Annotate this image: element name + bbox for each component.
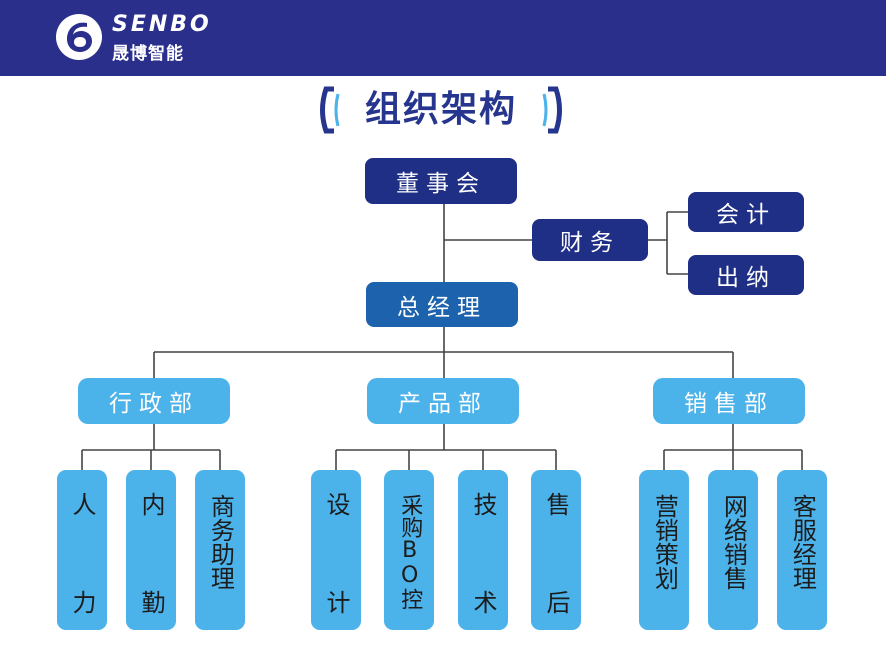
- leaf-business-assistant-text: 商务助理: [206, 494, 235, 590]
- leaf-procurement: 采购BO控: [384, 470, 434, 630]
- brand-chinese: 晟博智能: [112, 44, 184, 64]
- leaf-online-sales-text: 网络销售: [719, 494, 748, 590]
- leaf-design-bottom: 计: [322, 590, 350, 614]
- leaf-hr: 人 力: [57, 470, 107, 630]
- node-general-manager: 总经理: [366, 282, 518, 327]
- node-product-dept: 产品部: [367, 378, 519, 424]
- leaf-technology-bottom: 术: [469, 590, 497, 614]
- senbo-logo-icon: [56, 14, 102, 60]
- leaf-online-sales: 网络销售: [708, 470, 758, 630]
- leaf-marketing-planning-text: 营销策划: [650, 494, 679, 590]
- node-admin-dept: 行政部: [78, 378, 230, 424]
- leaf-design: 设 计: [311, 470, 361, 630]
- page-title: 组织架构: [364, 89, 517, 130]
- node-cashier-label: 出纳: [716, 265, 776, 291]
- node-gm-label: 总经理: [397, 294, 487, 321]
- leaf-procurement-text: 采购BO控: [397, 494, 423, 610]
- leaf-logistics-bottom: 勤: [137, 590, 165, 614]
- node-sales-dept-label: 销售部: [684, 391, 774, 417]
- node-board-label: 董事会: [396, 171, 486, 197]
- brand-english: SENBO: [112, 12, 212, 37]
- leaf-technology-top: 技: [469, 492, 497, 516]
- leaf-business-assistant: 商务助理: [195, 470, 245, 630]
- node-cashier: 出纳: [688, 255, 804, 295]
- leaf-logistics: 内 勤: [126, 470, 176, 630]
- leaf-hr-top: 人: [68, 492, 96, 516]
- node-accounting: 会计: [688, 192, 804, 232]
- leaf-after-sales-bottom: 后: [542, 590, 570, 614]
- leaf-technology: 技 术: [458, 470, 508, 630]
- node-admin-dept-label: 行政部: [109, 391, 199, 417]
- leaf-design-top: 设: [322, 492, 350, 516]
- node-finance: 财务: [532, 219, 648, 261]
- header-bar: SENBO 晟博智能: [0, 0, 886, 76]
- node-product-dept-label: 产品部: [398, 391, 488, 417]
- leaf-after-sales-top: 售: [542, 492, 570, 516]
- title-bracket-frame: [320, 86, 562, 134]
- node-sales-dept: 销售部: [653, 378, 805, 424]
- leaf-marketing-planning: 营销策划: [639, 470, 689, 630]
- node-board: 董事会: [365, 158, 517, 204]
- leaf-logistics-top: 内: [137, 492, 165, 516]
- leaf-customer-service-text: 客服经理: [788, 494, 817, 590]
- node-accounting-label: 会计: [716, 202, 776, 228]
- leaf-after-sales: 售 后: [531, 470, 581, 630]
- leaf-hr-bottom: 力: [68, 590, 96, 614]
- leaf-customer-service-manager: 客服经理: [777, 470, 827, 630]
- node-finance-label: 财务: [560, 230, 620, 256]
